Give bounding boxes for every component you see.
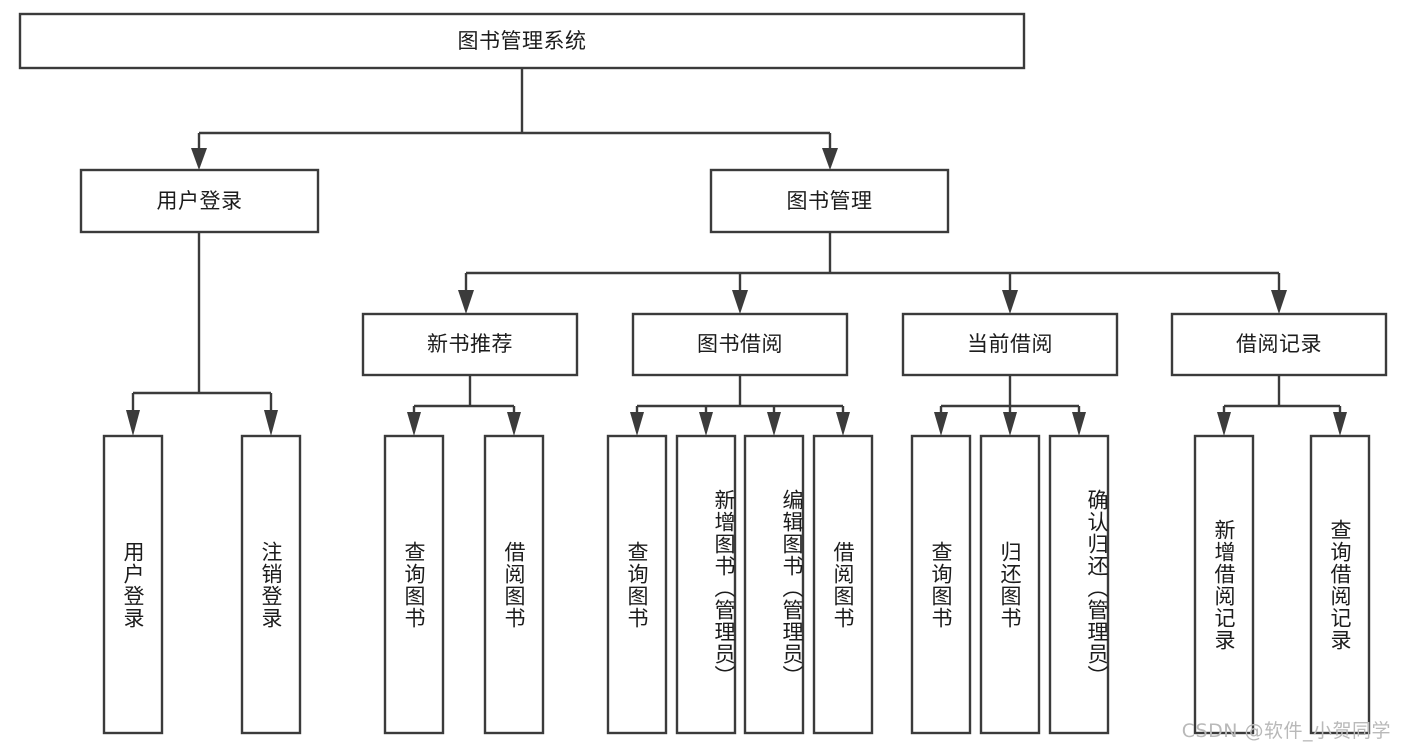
arrow-head-user-login (191, 148, 207, 170)
node-box-leaf-query-book-3[interactable] (910, 434, 972, 735)
arrow-head-leaf-confirm-return (1072, 412, 1086, 436)
connector-new-book-to-leaves (407, 375, 521, 436)
node-box-root[interactable] (18, 12, 1026, 70)
node-box-leaf-query-book-2[interactable] (606, 434, 668, 735)
arrow-head-leaf-query-book-1 (407, 412, 421, 436)
arrow-head-leaf-borrow-book-2 (836, 412, 850, 436)
arrow-head-leaf-edit-book (767, 412, 781, 436)
node-box-leaf-logout-login[interactable] (240, 434, 302, 735)
arrow-head-current-borrow (1002, 290, 1018, 314)
connector-current-borrow-to-leaves (934, 375, 1086, 436)
arrow-head-leaf-return-book (1003, 412, 1017, 436)
node-box-leaf-edit-book[interactable] (743, 434, 805, 735)
node-box-leaf-borrow-book-1[interactable] (483, 434, 545, 735)
arrow-head-leaf-user-login (126, 410, 140, 436)
arrow-head-book-borrow (732, 290, 748, 314)
node-box-leaf-borrow-book-2[interactable] (812, 434, 874, 735)
node-box-leaf-add-book[interactable] (675, 434, 737, 735)
node-box-leaf-user-login[interactable] (102, 434, 164, 735)
arrow-head-leaf-borrow-book-1 (507, 412, 521, 436)
node-box-book-borrow[interactable] (631, 312, 849, 377)
arrow-head-borrow-record (1271, 290, 1287, 314)
node-box-new-book-recommend[interactable] (361, 312, 579, 377)
node-box-user-login[interactable] (79, 168, 320, 234)
connector-book-borrow-to-leaves (630, 375, 850, 436)
arrow-head-leaf-add-book (699, 412, 713, 436)
arrow-head-book-management (822, 148, 838, 170)
connector-user-login-to-leaves (126, 232, 278, 436)
connector-borrow-record-to-leaves (1217, 375, 1347, 436)
node-box-leaf-confirm-return[interactable] (1048, 434, 1110, 735)
arrow-head-leaf-query-record (1333, 412, 1347, 436)
node-box-current-borrow[interactable] (901, 312, 1119, 377)
arrow-head-leaf-query-book-2 (630, 412, 644, 436)
node-box-borrow-record[interactable] (1170, 312, 1388, 377)
node-box-leaf-query-book-1[interactable] (383, 434, 445, 735)
node-box-leaf-query-record[interactable] (1309, 434, 1371, 735)
arrow-head-leaf-add-record (1217, 412, 1231, 436)
arrow-head-leaf-query-book-3 (934, 412, 948, 436)
arrow-head-new-book-recommend (458, 290, 474, 314)
node-box-leaf-return-book[interactable] (979, 434, 1041, 735)
connector-root-to-level2 (191, 68, 838, 170)
node-box-leaf-add-record[interactable] (1193, 434, 1255, 735)
node-box-book-management[interactable] (709, 168, 950, 234)
connector-book-management-to-level3 (458, 232, 1287, 314)
arrow-head-leaf-logout-login (264, 410, 278, 436)
